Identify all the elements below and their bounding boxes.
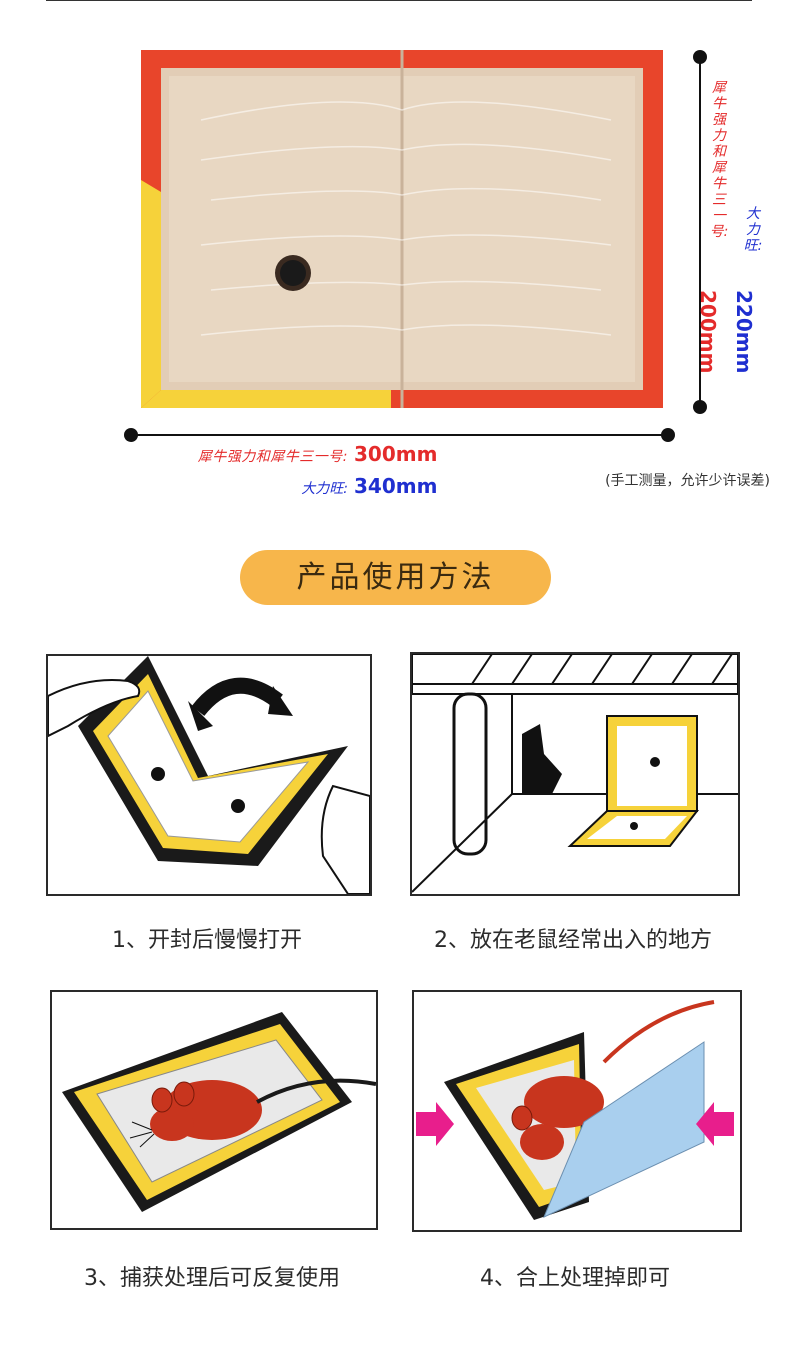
step-4-caption: 4、合上处理掉即可 — [480, 1266, 670, 1291]
height-dot-bottom — [693, 400, 707, 414]
step-1-caption: 1、开封后慢慢打开 — [112, 928, 302, 953]
step-1-illustration — [46, 654, 372, 896]
width-dot-right — [661, 428, 675, 442]
width-dimension-line — [130, 434, 670, 436]
glue-trap-photo — [141, 50, 663, 408]
height-value-blue: 220mm — [732, 290, 756, 374]
top-divider — [46, 0, 752, 1]
width-label-red: 犀牛强力和犀牛三一号: — [197, 449, 348, 465]
height-dot-top — [693, 50, 707, 64]
step-4-illustration — [412, 990, 742, 1232]
width-label-blue: 大力旺: — [301, 481, 348, 497]
width-dot-left — [124, 428, 138, 442]
step-2-caption: 2、放在老鼠经常出入的地方 — [434, 928, 712, 953]
width-value-red: 300mm — [354, 442, 438, 466]
step-2-illustration — [410, 652, 740, 896]
section-title: 产品使用方法 — [240, 550, 551, 605]
step-3-caption: 3、捕获处理后可反复使用 — [84, 1266, 340, 1291]
height-label-red: 犀牛强力和犀牛三一号: — [709, 80, 729, 240]
height-dimension-line — [699, 60, 701, 408]
measurement-note: (手工测量，允许少许误差) — [605, 473, 770, 489]
height-value-red: 200mm — [696, 290, 720, 374]
height-label-blue: 大力旺: — [743, 206, 763, 254]
step-3-illustration — [50, 990, 378, 1230]
width-value-blue: 340mm — [354, 474, 438, 498]
